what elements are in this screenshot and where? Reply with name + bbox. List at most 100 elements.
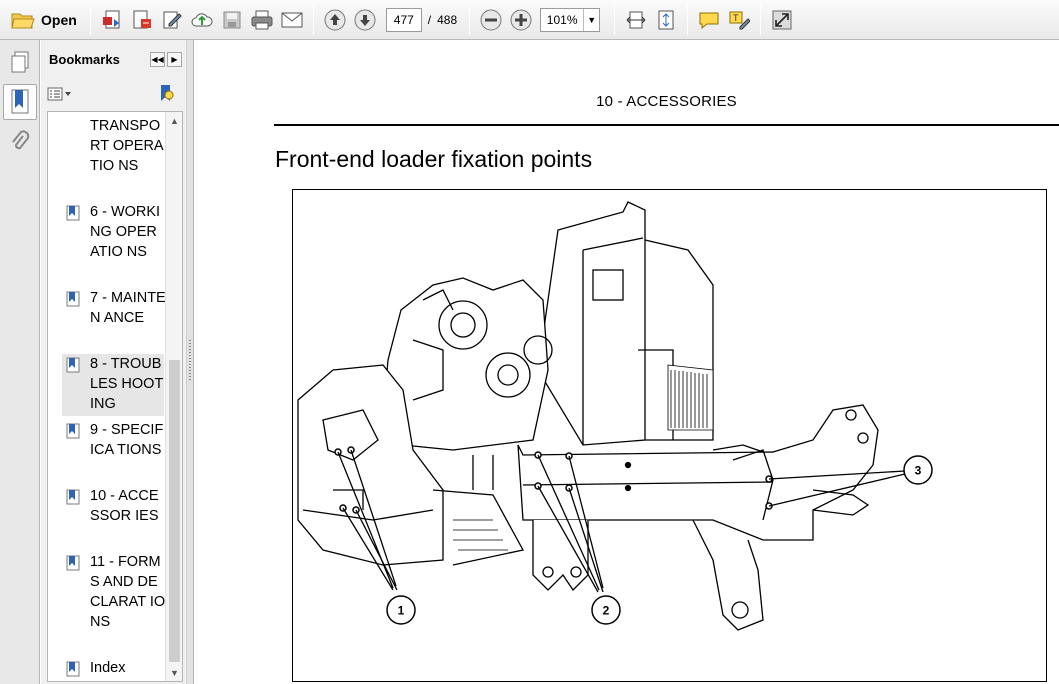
scrollbar-thumb[interactable] [169, 360, 180, 662]
email-icon [281, 12, 303, 27]
zoom-out-button[interactable] [476, 5, 506, 35]
expand-panel-button[interactable]: ▶ [167, 51, 182, 67]
chevron-down-icon[interactable]: ▼ [583, 8, 599, 31]
callout-1-label: 1 [398, 604, 405, 618]
page-title: Front-end loader fixation points [275, 146, 593, 172]
callout-1: 1 [386, 595, 416, 625]
options-menu-button[interactable] [47, 86, 73, 102]
main-toolbar: Open 477 / 488 101% ▼ [0, 0, 1059, 40]
next-page-button[interactable] [350, 5, 380, 35]
comment-icon [699, 12, 719, 29]
bookmarks-tree: TRANSPO RT OPERATIO NS 6 - WORKING OPERA… [47, 111, 183, 682]
zoom-in-icon [510, 9, 532, 30]
fullscreen-button[interactable] [767, 5, 797, 35]
expand-bookmark-button[interactable] [156, 83, 176, 106]
bookmark-icon [11, 89, 29, 114]
zoom-select[interactable]: 101% ▼ [540, 7, 601, 32]
save-icon [223, 11, 241, 28]
page-number-input[interactable]: 477 [385, 7, 422, 32]
email-button[interactable] [277, 5, 307, 35]
pages-icon [11, 51, 29, 73]
collapse-panel-button[interactable]: ◀◀ [150, 51, 165, 67]
toolbar-separator [469, 4, 471, 35]
bookmarks-panel-button[interactable] [3, 84, 37, 120]
fit-width-icon [626, 11, 646, 28]
callout-3: 3 [903, 455, 933, 485]
save-button[interactable] [217, 5, 247, 35]
attachments-button[interactable] [3, 124, 37, 160]
paperclip-icon [12, 130, 30, 150]
upload-cloud-icon [191, 12, 213, 26]
export-pdf-icon [133, 10, 151, 28]
bookmarks-title: Bookmarks [49, 51, 120, 67]
bookmark-label: 11 - FORMS AND DECLARAT IONS [90, 554, 166, 630]
bookmark-search-icon [161, 84, 174, 101]
bookmarks-header: Bookmarks ◀◀ ▶ [41, 40, 186, 78]
page-up-icon [324, 9, 346, 30]
previous-page-button[interactable] [320, 5, 350, 35]
bookmarks-toolbar [41, 78, 186, 110]
toolbar-separator [312, 4, 314, 35]
bookmark-label: 8 - TROUBLES HOOTING [90, 356, 164, 412]
header-rule [274, 124, 1059, 126]
bookmark-label: 9 - SPECIFICA TIONS [90, 422, 164, 458]
page-thumbnails-button[interactable] [3, 44, 37, 80]
toolbar-separator [89, 4, 91, 35]
callout-2-label: 2 [603, 604, 610, 618]
edit-button[interactable] [157, 5, 187, 35]
bookmark-label: 6 - WORKING OPERATIO NS [90, 204, 161, 260]
bookmarks-panel: Bookmarks ◀◀ ▶ TRANSPO RT OPERATIO NS 6 … [41, 40, 186, 684]
print-button[interactable] [247, 5, 277, 35]
fullscreen-icon [772, 10, 792, 29]
navigation-pane-strip [0, 40, 40, 684]
open-label: Open [41, 11, 77, 28]
scroll-up-icon[interactable]: ▲ [170, 115, 179, 126]
zoom-in-button[interactable] [506, 5, 536, 35]
print-icon [251, 10, 273, 29]
toolbar-separator [760, 4, 762, 35]
bookmark-icon [66, 555, 80, 571]
bookmark-icon [66, 357, 80, 373]
page-down-icon [354, 9, 376, 30]
bookmark-icon [66, 489, 80, 505]
section-header: 10 - ACCESSORIES [596, 93, 737, 110]
bookmark-icon [66, 291, 80, 307]
bookmark-label: Index [90, 660, 126, 676]
create-pdf-button[interactable] [97, 5, 127, 35]
fit-page-icon [658, 10, 674, 29]
bookmark-icon [66, 423, 80, 439]
folder-open-icon [11, 13, 35, 28]
list-options-icon [47, 87, 71, 101]
technical-drawing: 1 2 3 [292, 189, 1047, 682]
page-separator: / [427, 12, 432, 27]
splitter-grip[interactable] [189, 340, 191, 380]
callout-3-label: 3 [915, 464, 922, 478]
fit-width-button[interactable] [621, 5, 651, 35]
document-view: 10 - ACCESSORIES Front-end loader fixati… [195, 40, 1059, 684]
bookmark-label: 7 - MAINTEN ANCE [90, 290, 166, 326]
svg-text:T: T [733, 13, 739, 23]
highlight-button[interactable]: T [724, 5, 754, 35]
comment-button[interactable] [694, 5, 724, 35]
create-pdf-icon [102, 10, 120, 28]
zoom-value: 101% [546, 12, 578, 27]
upload-button[interactable] [187, 5, 217, 35]
panel-splitter[interactable] [186, 40, 194, 684]
bookmark-label: TRANSPO RT OPERATIO NS [90, 118, 164, 174]
bookmark-icon [66, 661, 80, 677]
export-pdf-button[interactable] [127, 5, 157, 35]
highlight-icon: T [729, 11, 751, 29]
total-pages: 488 [437, 12, 458, 27]
bookmarks-scrollbar[interactable]: ▲ ▼ [165, 112, 182, 681]
tractor-chassis-drawing: 1 2 3 [297, 201, 933, 631]
toolbar-separator [614, 4, 616, 35]
toolbar-separator [687, 4, 689, 35]
zoom-out-icon [480, 9, 502, 30]
bookmark-label: 10 - ACCESSOR IES [90, 488, 159, 524]
edit-icon [163, 11, 182, 28]
scroll-down-icon[interactable]: ▼ [170, 667, 179, 678]
open-button[interactable]: Open [6, 5, 84, 35]
fit-page-button[interactable] [651, 5, 681, 35]
callout-2: 2 [591, 595, 621, 625]
bookmark-icon [66, 205, 80, 221]
